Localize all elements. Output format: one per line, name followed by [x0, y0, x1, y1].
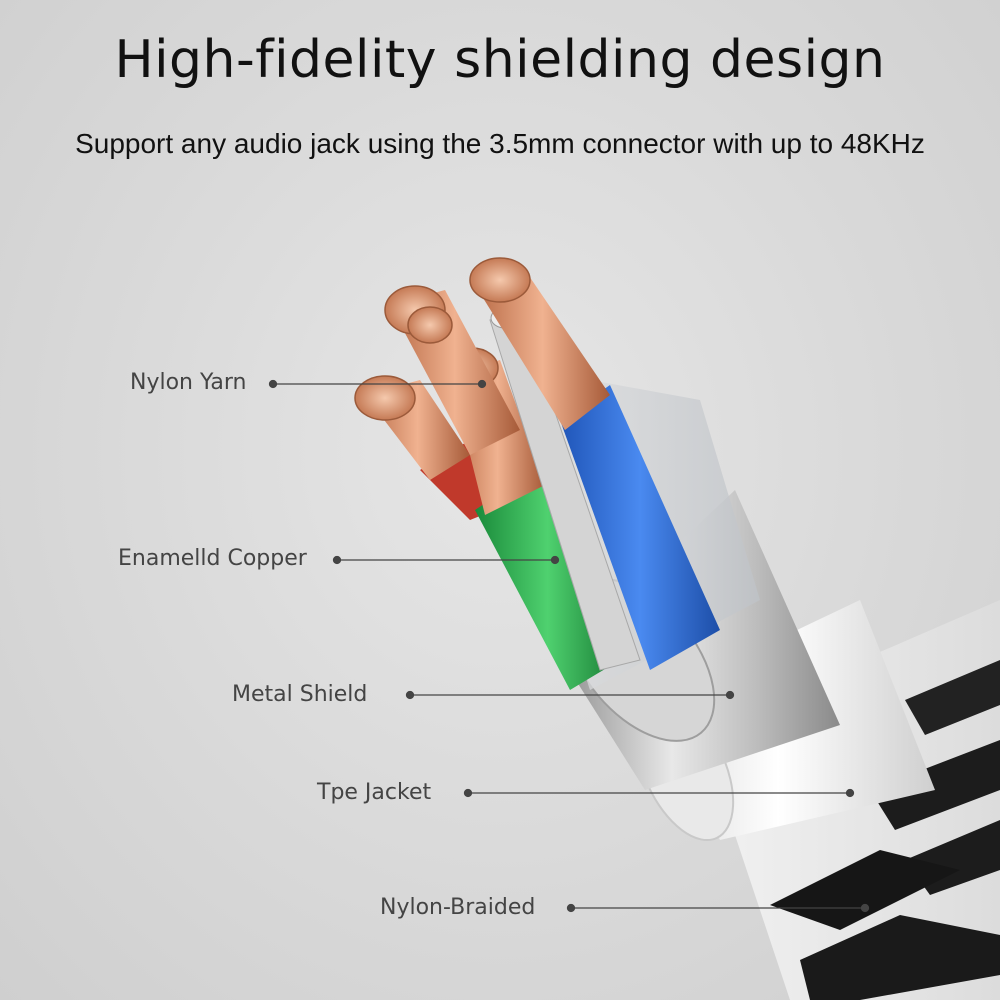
label-tpe-jacket: Tpe Jacket — [317, 780, 432, 805]
copper-bundle — [384, 285, 520, 455]
page-title: High-fidelity shielding design — [114, 30, 886, 90]
blue-wire — [469, 257, 720, 670]
label-nylon-yarn: Nylon Yarn — [130, 370, 247, 395]
page-subtitle: Support any audio jack using the 3.5mm c… — [75, 128, 925, 159]
callout-lines — [268, 379, 870, 913]
label-metal-shield: Metal Shield — [232, 682, 368, 707]
label-nylon-braided: Nylon-Braided — [380, 895, 536, 920]
label-enamelled-copper: Enamelld Copper — [118, 546, 307, 571]
